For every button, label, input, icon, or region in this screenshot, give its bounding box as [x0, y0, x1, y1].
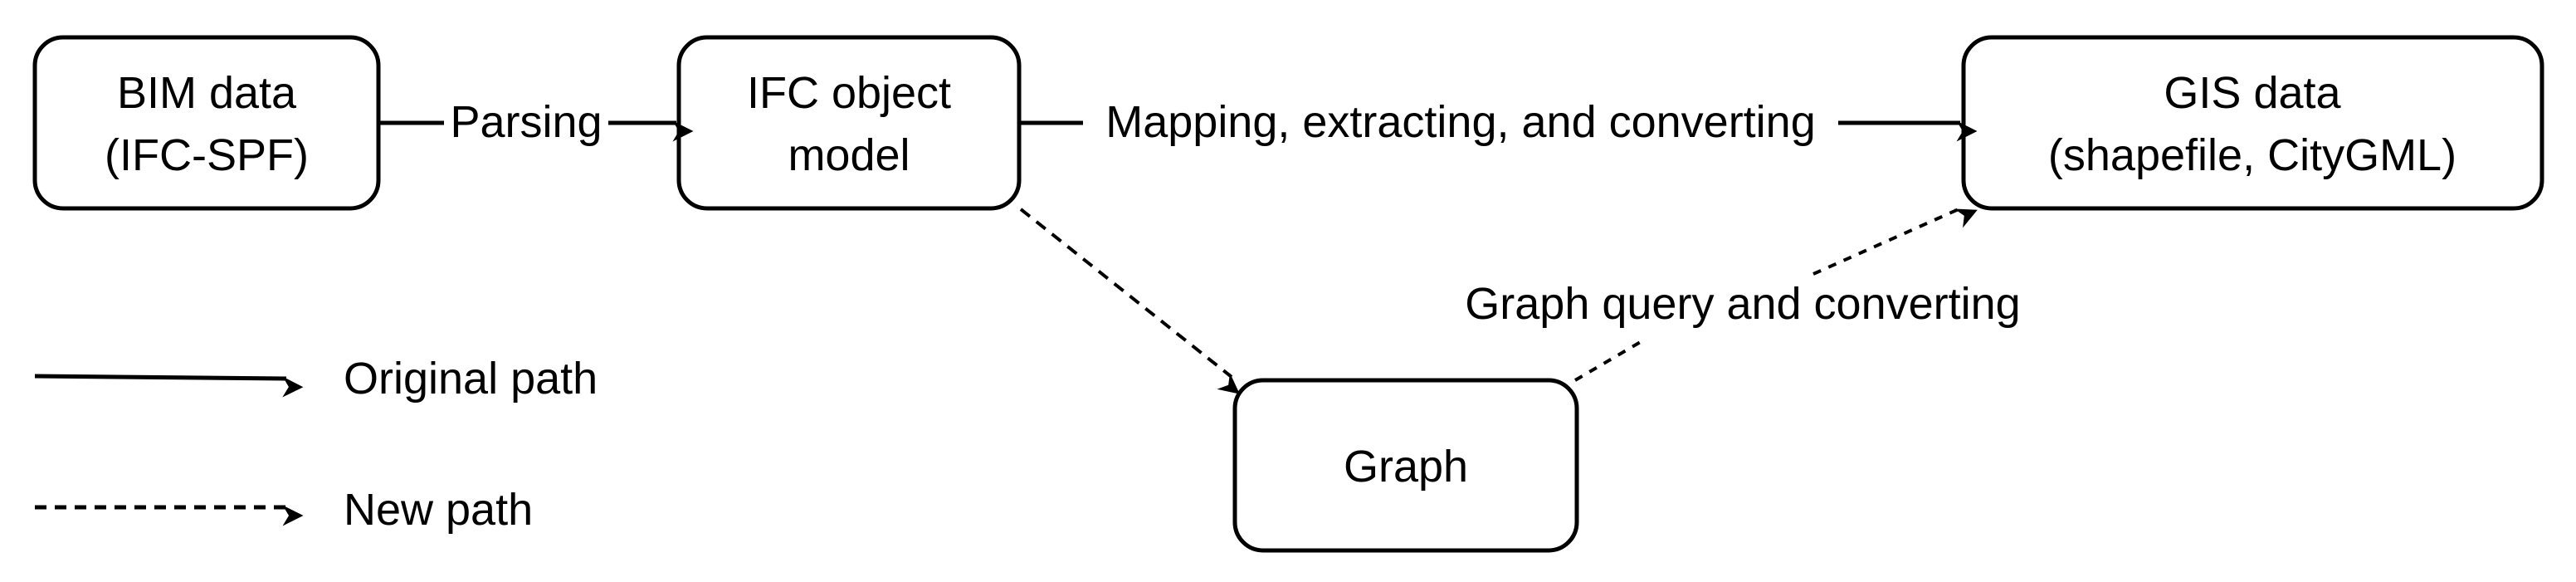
- node-bim-data: BIM data (IFC-SPF): [32, 35, 381, 211]
- node-label: IFC object: [747, 68, 951, 118]
- node-ifc-object-model: IFC object model: [676, 35, 1022, 211]
- node-label: model: [788, 130, 910, 180]
- node-label: (shapefile, CityGML): [2048, 130, 2456, 180]
- legend-label: Original path: [344, 354, 598, 403]
- node-gis-data: GIS data (shapefile, CityGML): [1961, 35, 2544, 211]
- edge-graph-query: Graph query and converting: [1465, 208, 2021, 382]
- node-graph: Graph: [1232, 378, 1579, 553]
- solid-arrow-icon: [34, 374, 304, 398]
- edge-label: Mapping, extracting, and converting: [1105, 97, 1816, 147]
- edge-ifc-to-graph: [1019, 208, 1240, 394]
- edge-mapping: Mapping, extracting, and converting: [1019, 97, 1978, 147]
- node-label: GIS data: [2164, 68, 2341, 118]
- legend-label: New path: [344, 485, 533, 535]
- edge-label: Graph query and converting: [1465, 279, 2020, 329]
- node-label: (IFC-SPF): [105, 130, 309, 180]
- node-label: Graph: [1344, 442, 1468, 492]
- legend-original-path: Original path: [34, 354, 598, 403]
- legend-new-path: New path: [35, 485, 533, 535]
- edge-parsing: Parsing: [378, 97, 694, 147]
- edge-label: Parsing: [450, 97, 602, 147]
- node-label: BIM data: [117, 68, 297, 118]
